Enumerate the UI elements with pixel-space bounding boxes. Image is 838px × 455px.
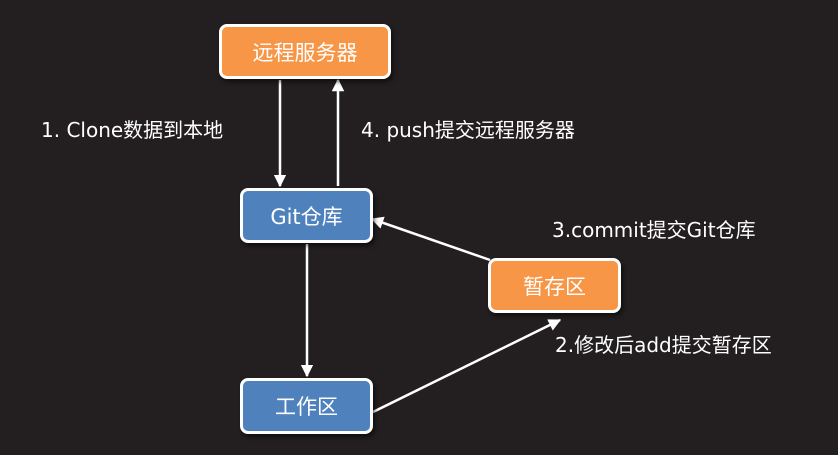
git-repo-label: Git仓库 bbox=[270, 204, 343, 229]
push-edge-label: 4. push提交远程服务器 bbox=[361, 118, 575, 142]
workspace-node: 工作区 bbox=[240, 378, 373, 434]
clone-edge-label: 1. Clone数据到本地 bbox=[41, 118, 224, 142]
add-edge-label: 2.修改后add提交暂存区 bbox=[555, 333, 772, 357]
staging-area-node: 暂存区 bbox=[488, 258, 621, 313]
add-arrow bbox=[372, 318, 562, 414]
remote-server-label: 远程服务器 bbox=[252, 40, 358, 65]
staging-area-label: 暂存区 bbox=[523, 274, 586, 299]
commit-edge-label: 3.commit提交Git仓库 bbox=[552, 218, 756, 242]
remote-server-node: 远程服务器 bbox=[219, 24, 391, 79]
commit-arrow bbox=[370, 216, 491, 262]
git-repo-node: Git仓库 bbox=[240, 188, 373, 243]
workspace-label: 工作区 bbox=[275, 395, 338, 419]
